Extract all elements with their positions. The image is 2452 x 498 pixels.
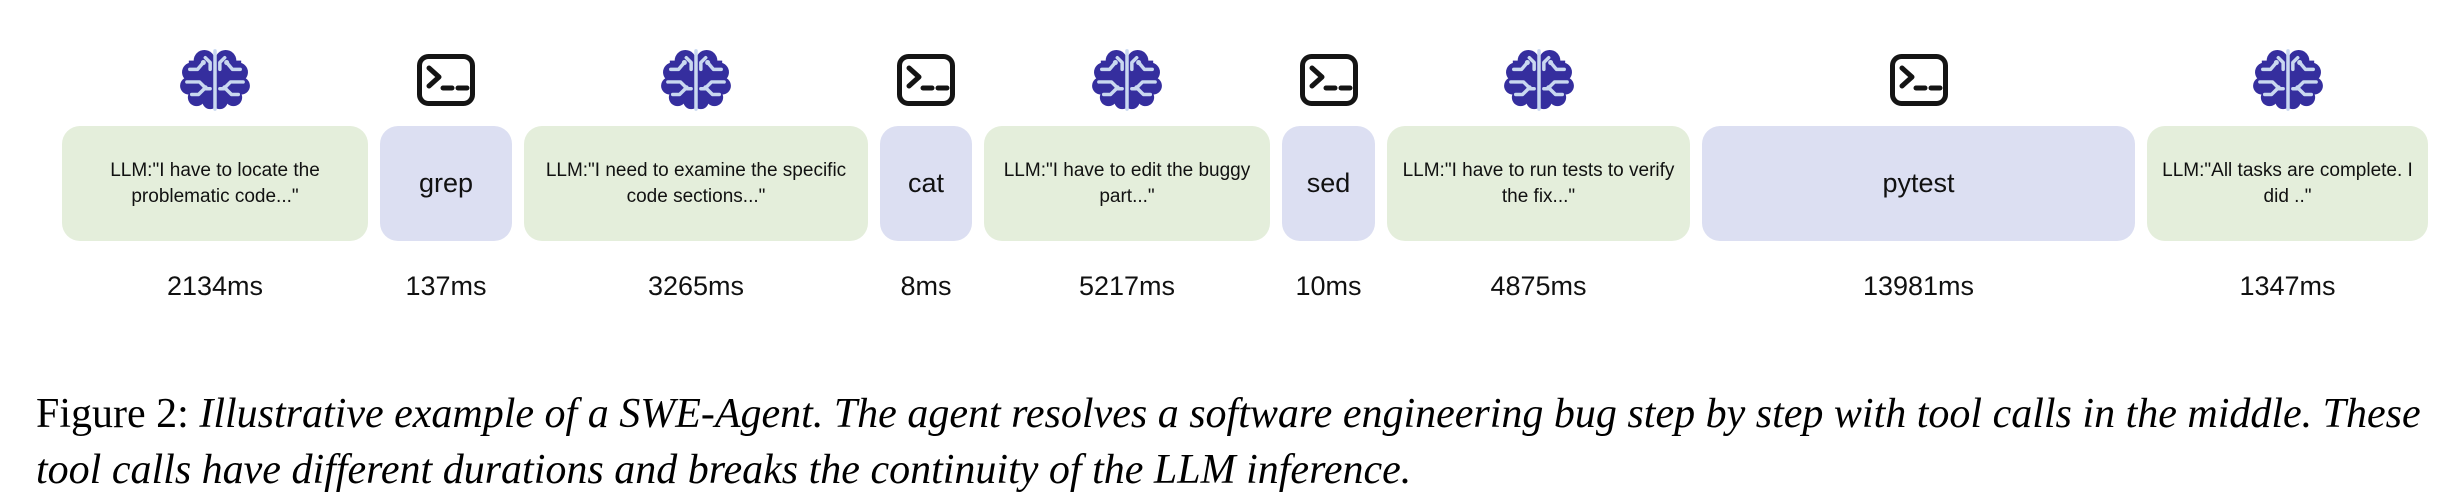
duration-label: 13981ms bbox=[1862, 271, 1975, 301]
llm-thought-box: LLM:"All tasks are complete. I did .." bbox=[2147, 126, 2428, 241]
tool-call-box: grep bbox=[380, 126, 512, 241]
caption-text: Illustrative example of a SWE-Agent. The… bbox=[36, 391, 2421, 493]
terminal-icon bbox=[416, 48, 476, 112]
terminal-icon bbox=[896, 48, 956, 112]
duration-label: 8ms bbox=[900, 271, 952, 301]
brain-icon bbox=[659, 48, 733, 112]
llm-thought-box: LLM:"I need to examine the specific code… bbox=[524, 126, 868, 241]
agent-timeline: LLM:"I have to locate the problematic co… bbox=[62, 0, 2428, 302]
duration-label: 2134ms bbox=[166, 271, 264, 301]
timeline-step-tool-cat: cat 8ms bbox=[880, 48, 972, 302]
timeline-step-tool-sed: sed 10ms bbox=[1282, 48, 1375, 302]
timeline-step-llm-examine: LLM:"I need to examine the specific code… bbox=[524, 48, 868, 302]
timeline-step-tool-grep: grep 137ms bbox=[380, 48, 512, 302]
terminal-icon bbox=[1889, 48, 1949, 112]
brain-icon bbox=[178, 48, 252, 112]
figure-label: Figure 2: bbox=[36, 391, 189, 437]
tool-call-box: sed bbox=[1282, 126, 1375, 241]
duration-label: 1347ms bbox=[2239, 271, 2336, 301]
figure-caption: Figure 2: Illustrative example of a SWE-… bbox=[36, 386, 2422, 498]
timeline-step-llm-complete: LLM:"All tasks are complete. I did .." 1… bbox=[2147, 48, 2428, 302]
duration-label: 5217ms bbox=[1078, 271, 1176, 301]
llm-thought-box: LLM:"I have to edit the buggy part..." bbox=[984, 126, 1270, 241]
duration-label: 10ms bbox=[1295, 271, 1362, 301]
tool-call-box: cat bbox=[880, 126, 972, 241]
timeline-step-tool-pytest: pytest 13981ms bbox=[1702, 48, 2135, 302]
timeline-step-llm-locate: LLM:"I have to locate the problematic co… bbox=[62, 48, 368, 302]
llm-thought-box: LLM:"I have to run tests to verify the f… bbox=[1387, 126, 1690, 241]
brain-icon bbox=[1090, 48, 1164, 112]
llm-thought-box: LLM:"I have to locate the problematic co… bbox=[62, 126, 368, 241]
tool-call-box: pytest bbox=[1702, 126, 2135, 241]
timeline-step-llm-edit: LLM:"I have to edit the buggy part..." 5… bbox=[984, 48, 1270, 302]
duration-label: 3265ms bbox=[647, 271, 745, 301]
brain-icon bbox=[2251, 48, 2325, 112]
duration-label: 137ms bbox=[405, 271, 487, 301]
terminal-icon bbox=[1299, 48, 1359, 112]
timeline-step-llm-test: LLM:"I have to run tests to verify the f… bbox=[1387, 48, 1690, 302]
brain-icon bbox=[1502, 48, 1576, 112]
duration-label: 4875ms bbox=[1490, 271, 1587, 301]
